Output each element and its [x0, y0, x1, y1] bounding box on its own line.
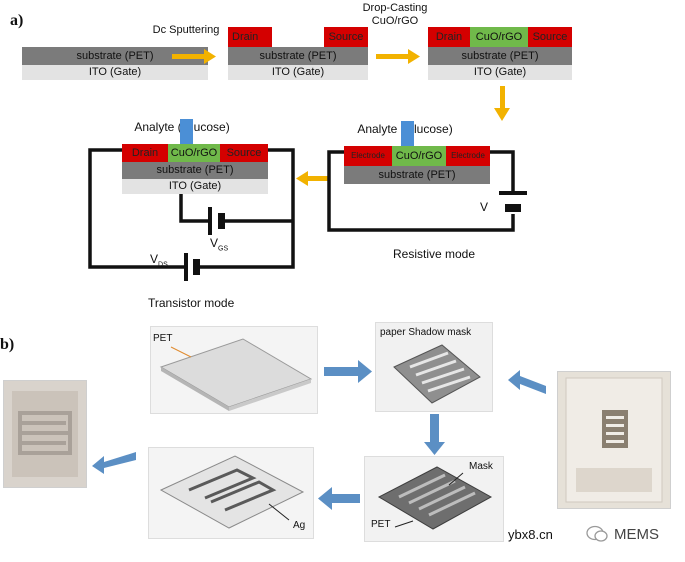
- pet-sheet-panel: PET: [150, 326, 318, 414]
- pet-label-2: PET: [371, 519, 391, 530]
- final-device-photo: [3, 380, 87, 488]
- vgs-label: VGS: [210, 236, 228, 252]
- mask-photo-drawing: [565, 377, 663, 503]
- resistive-electrode-left: Electrode: [344, 146, 392, 166]
- transistor-mode-caption: Transistor mode: [148, 296, 235, 310]
- panel-b-arrows: [92, 360, 546, 510]
- pet-sheet-drawing: [159, 338, 313, 411]
- wechat-icon: [586, 524, 608, 544]
- transistor-analyte-block: [180, 119, 193, 144]
- vds-main: V: [150, 252, 159, 266]
- shadow-mask-panel: paper Shadow mask: [375, 322, 493, 412]
- stack2-source: Source: [324, 27, 368, 47]
- resistive-analyte-block: [401, 121, 414, 146]
- resistive-electrode-right: Electrode: [446, 146, 490, 166]
- ag-electrode-panel: Ag: [148, 447, 314, 539]
- resistive-v-label: V: [480, 200, 489, 214]
- process-arrow-left: [296, 171, 328, 186]
- vgs-subscript: GS: [218, 245, 229, 253]
- mask-label: Mask: [469, 461, 493, 472]
- stack3-source: Source: [528, 27, 572, 47]
- panel-b-label: b): [0, 336, 15, 353]
- process-arrow-1: [172, 49, 216, 64]
- ag-label: Ag: [293, 520, 306, 531]
- blue-arrow-pet-to-mask: [324, 360, 372, 383]
- step-dc-sputtering: Dc Sputtering: [152, 24, 220, 36]
- mask-photo: [557, 371, 671, 509]
- vds-battery: [184, 253, 200, 281]
- ag-electrode-drawing: [159, 455, 305, 529]
- mask-on-pet-panel: Mask PET: [364, 456, 504, 542]
- vds-subscript: DS: [158, 261, 168, 269]
- stack3-drain: Drain: [428, 27, 470, 47]
- stack3-ito: ITO (Gate): [428, 65, 572, 80]
- panel-a-label: a): [10, 12, 24, 29]
- step-drop-casting-material: CuO/rGO: [371, 15, 419, 27]
- stack1-substrate: substrate (PET): [22, 47, 208, 65]
- transistor-source: Source: [220, 144, 268, 162]
- shadow-mask-drawing: [393, 344, 481, 404]
- shadow-mask-label: paper Shadow mask: [380, 327, 472, 338]
- watermark-brand: MEMS: [614, 526, 659, 543]
- transistor-cuo-rgo: CuO/rGO: [168, 144, 220, 162]
- process-arrow-down: [494, 86, 510, 121]
- panel-a-wiring: [88, 49, 527, 281]
- blue-arrow-to-ag: [318, 487, 360, 510]
- pet-label: PET: [153, 333, 173, 344]
- watermark-site: ybx8.cn: [508, 527, 553, 542]
- blue-arrow-photo-to-mask: [508, 370, 546, 394]
- final-device-pattern: [12, 391, 78, 477]
- stack3-cuo-rgo: CuO/rGO: [470, 27, 528, 47]
- vds-label: VDS: [150, 252, 168, 268]
- transistor-substrate: substrate (PET): [122, 162, 268, 179]
- resistive-mode-caption: Resistive mode: [393, 247, 476, 261]
- transistor-drain: Drain: [122, 144, 168, 162]
- stack3-substrate: substrate (PET): [428, 47, 572, 65]
- resistive-substrate: substrate (PET): [344, 166, 490, 184]
- stack2-substrate: substrate (PET): [228, 47, 368, 65]
- resistive-battery: [499, 191, 527, 212]
- process-arrow-2: [376, 49, 420, 64]
- resistive-cuo-rgo: CuO/rGO: [392, 146, 446, 166]
- vgs-main: V: [210, 236, 219, 250]
- resistive-circuit: [327, 150, 515, 232]
- stack1-ito: ITO (Gate): [22, 65, 208, 80]
- step-drop-casting: Drop-Casting: [362, 2, 428, 14]
- blue-arrow-to-final: [92, 452, 136, 474]
- blue-arrow-mask-down: [424, 414, 445, 455]
- transistor-circuit: [88, 148, 295, 269]
- mask-on-pet-drawing: [377, 466, 493, 530]
- vgs-battery: [208, 207, 225, 235]
- stack2-ito: ITO (Gate): [228, 65, 368, 80]
- stack2-drain: Drain: [228, 27, 272, 47]
- transistor-ito: ITO (Gate): [122, 179, 268, 194]
